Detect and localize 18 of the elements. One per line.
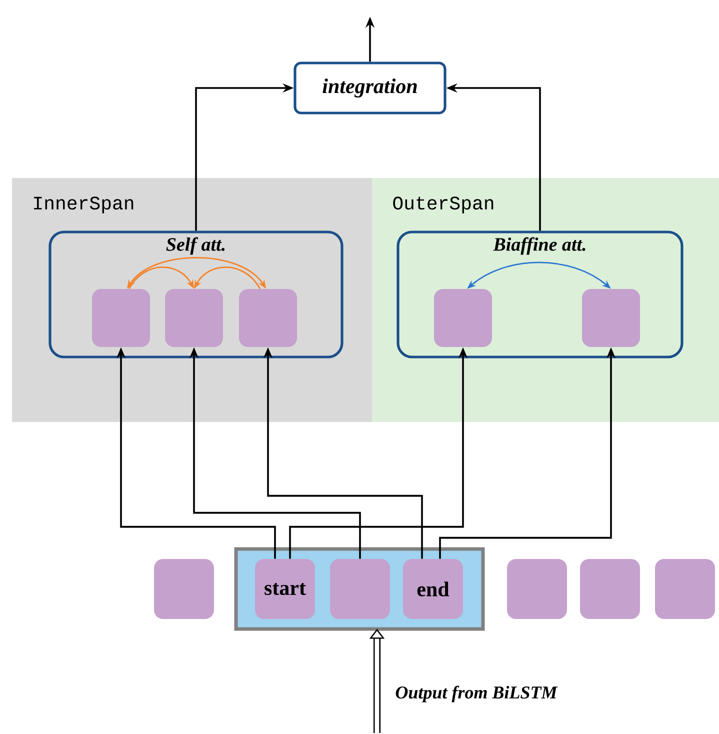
vector-square xyxy=(580,559,640,619)
vector-square xyxy=(655,559,715,619)
vector-square xyxy=(239,289,297,347)
integration-box: integration xyxy=(294,62,446,114)
vector-square xyxy=(154,559,214,619)
vector-square xyxy=(92,289,150,347)
vector-square xyxy=(330,559,390,619)
arrow xyxy=(128,266,194,290)
attention-box: Self att. xyxy=(48,230,344,358)
vector-square: start xyxy=(255,559,315,619)
attention-box: Biaffine att. xyxy=(396,230,684,358)
vector-square xyxy=(507,559,567,619)
vector-square xyxy=(582,289,640,347)
vector-square: end xyxy=(403,559,463,619)
vector-square xyxy=(165,289,223,347)
vector-square xyxy=(434,289,492,347)
caption-text: Output from BiLSTM xyxy=(396,686,558,702)
arrow xyxy=(194,266,261,290)
